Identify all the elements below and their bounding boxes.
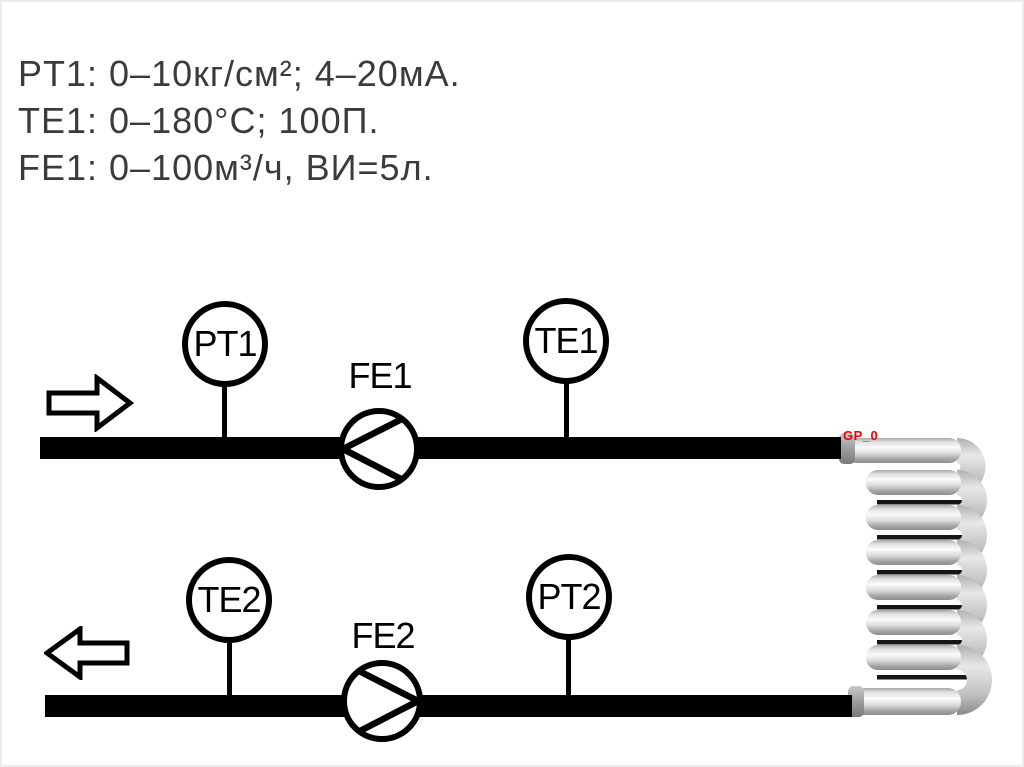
gauge-stem-pt2 [566,639,571,695]
flow-element-fe1-icon [338,408,420,490]
gauge-te2-tag: TE2 [197,579,261,620]
gauge-pt1: PT1 [182,301,268,387]
gauge-stem-te1 [564,383,569,437]
fe2-label: FE2 [351,615,415,656]
flow-element-fe2-icon [341,660,423,742]
gauge-stem-te2 [227,642,232,695]
gauge-te2: TE2 [186,557,272,643]
gauge-pt1-tag: PT1 [193,323,257,364]
gauge-stem-pt1 [222,386,227,437]
flow-arrow-left-icon [44,626,130,680]
return-pipe [45,695,852,717]
gauge-pt2-tag: PT2 [537,576,601,617]
coil-bends [957,438,992,715]
spec-line-fe1: FE1: 0–100м³/ч, ВИ=5л. [18,147,434,188]
gauge-te1: TE1 [523,298,609,384]
fe1-label: FE1 [348,355,412,396]
supply-pipe [40,437,841,459]
heat-exchanger-coil [839,433,992,717]
coil-collars [839,433,864,717]
gauge-te1-tag: TE1 [534,320,598,361]
gauge-pt2: PT2 [526,554,612,640]
flow-arrow-right-icon [46,374,134,432]
coil-tubes [845,438,961,715]
heat-exchanger-tag: GP_0 [843,428,879,443]
spec-line-te1: TE1: 0–180°C; 100П. [18,100,380,141]
spec-line-pt1: PT1: 0–10кг/см²; 4–20мА. [18,53,461,94]
coil-rear-passes [877,500,967,680]
